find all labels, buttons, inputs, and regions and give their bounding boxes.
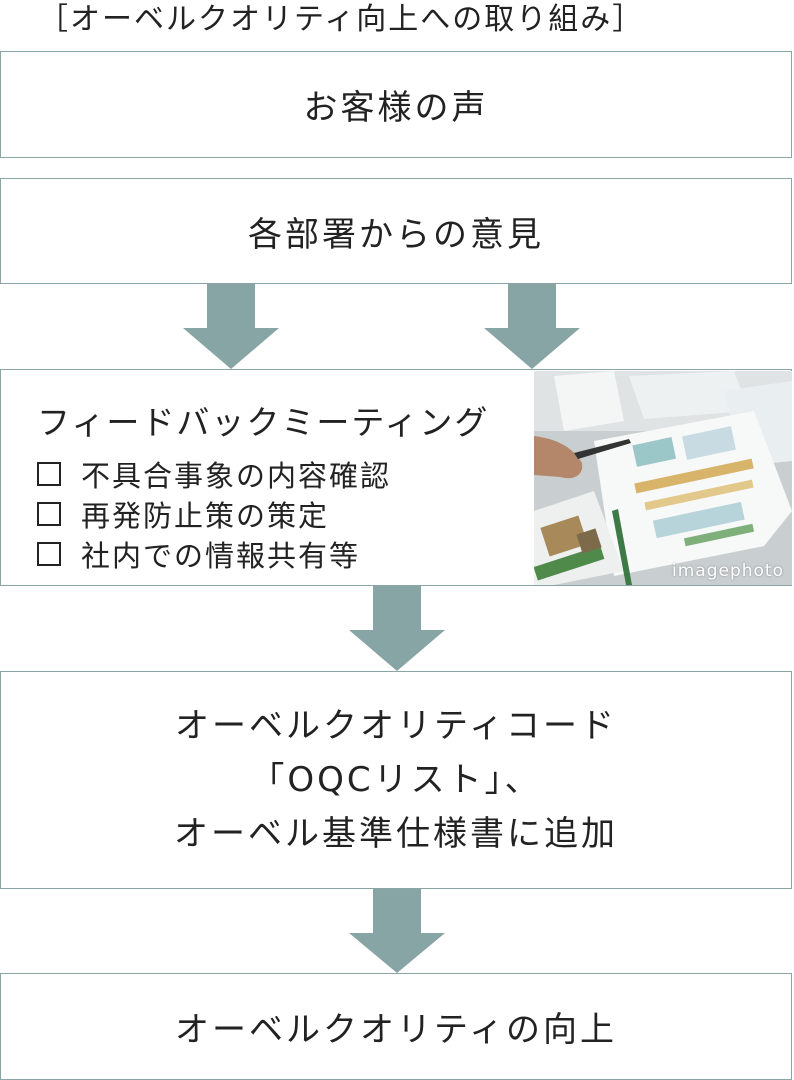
step-quality-code-line1: オーベルクオリティコード	[175, 706, 617, 746]
meeting-item: 不具合事象の内容確認	[37, 454, 391, 494]
arrow-down-to-result	[349, 889, 445, 973]
step-customer-voice: お客様の声	[0, 51, 792, 158]
step-customer-voice-label: お客様の声	[303, 88, 489, 128]
diagram-heading: ［オーベルクオリティ向上への取り組み］	[38, 2, 645, 37]
step-quality-improvement: オーベルクオリティの向上	[0, 973, 792, 1080]
checkbox-icon	[37, 542, 61, 566]
photo-credit-label: imagephoto	[672, 561, 784, 581]
meeting-photo: imagephoto	[534, 371, 792, 585]
meeting-item: 再発防止策の策定	[37, 494, 391, 534]
arrow-down-to-code	[349, 586, 445, 671]
arrow-down-left	[183, 284, 279, 369]
step-department-opinions: 各部署からの意見	[0, 178, 792, 284]
meeting-title: フィードバックミーティング	[37, 403, 490, 442]
meeting-item-list: 不具合事象の内容確認 再発防止策の策定 社内での情報共有等	[37, 454, 391, 574]
step-quality-improvement-label: オーベルクオリティの向上	[175, 1010, 617, 1050]
checkbox-icon	[37, 502, 61, 526]
meeting-item-label: 不具合事象の内容確認	[81, 459, 392, 493]
step-department-opinions-label: 各部署からの意見	[248, 214, 544, 255]
meeting-item-label: 再発防止策の策定	[81, 499, 330, 533]
arrow-down-right	[484, 284, 580, 369]
step-quality-code-line2: 「OQCリスト」、	[250, 760, 542, 800]
checkbox-icon	[37, 462, 61, 486]
meeting-item: 社内での情報共有等	[37, 534, 391, 574]
step-quality-code: オーベルクオリティコード 「OQCリスト」、 オーベル基準仕様書に追加	[0, 671, 792, 889]
meeting-item-label: 社内での情報共有等	[81, 539, 361, 573]
step-quality-code-line3: オーベル基準仕様書に追加	[174, 814, 618, 854]
step-feedback-meeting: フィードバックミーティング 不具合事象の内容確認 再発防止策の策定 社内での情報…	[0, 369, 792, 586]
